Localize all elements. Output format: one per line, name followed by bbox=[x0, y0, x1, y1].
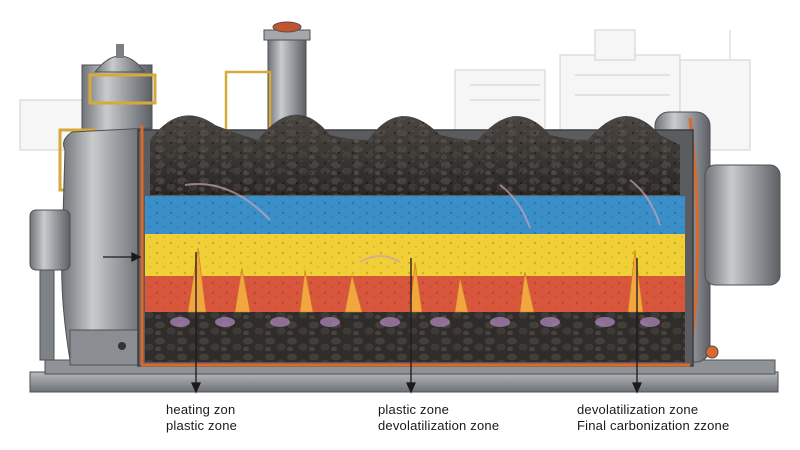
label-middle: plastic zone devolatilization zone bbox=[378, 402, 499, 434]
label-left: heating zon plastic zone bbox=[166, 402, 237, 434]
label-middle-line2: devolatilization zone bbox=[378, 418, 500, 433]
carbonized-bed bbox=[145, 312, 685, 362]
left-burner-housing bbox=[29, 44, 157, 366]
label-right-line1: devolatilization zone bbox=[577, 402, 699, 417]
label-right: devolatilization zone Final carbonizatio… bbox=[577, 402, 729, 434]
flames bbox=[187, 247, 644, 313]
heating-zone-band bbox=[145, 196, 685, 234]
pointer-arrows bbox=[103, 251, 643, 394]
label-left-line2: plastic zone bbox=[166, 418, 238, 433]
label-middle-line1: plastic zone bbox=[378, 402, 450, 417]
label-right-line2: Final carbonization zzone bbox=[577, 418, 730, 433]
label-left-line1: heating zon bbox=[166, 402, 236, 417]
gas-flow-lines bbox=[184, 179, 661, 263]
coal-heap bbox=[150, 114, 680, 195]
chimney bbox=[224, 21, 311, 137]
